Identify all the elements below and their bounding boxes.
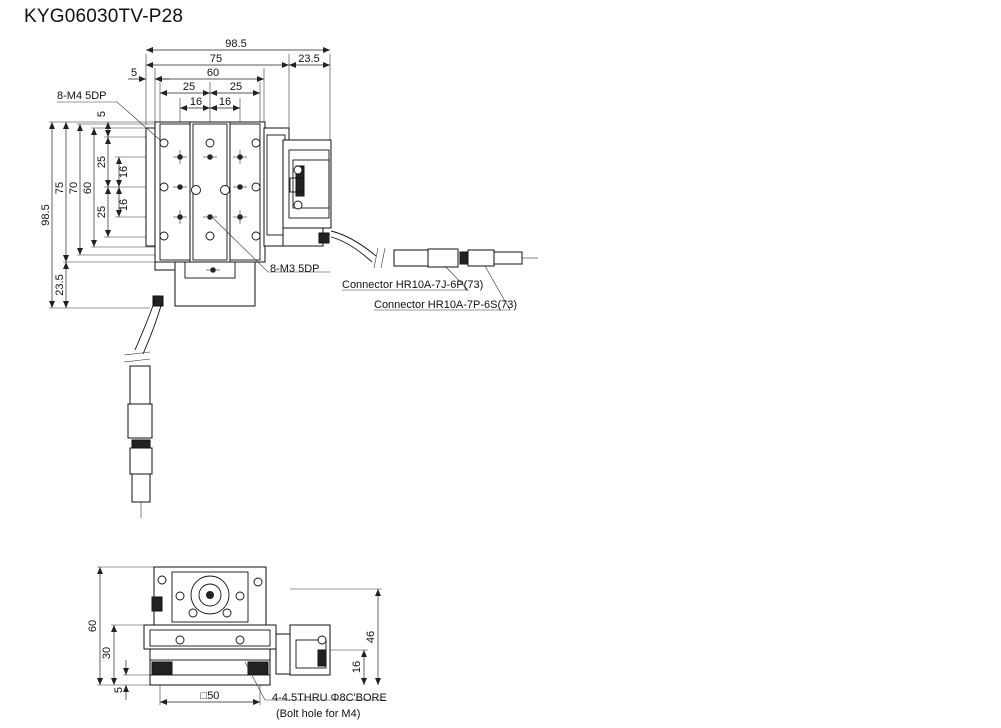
side-callout-bolt-note: (Bolt hole for M4) <box>276 708 360 720</box>
dim-left-offset: 5 <box>96 111 108 117</box>
top-view: 98.5 75 23.5 5 60 25 25 16 16 <box>40 38 538 518</box>
dim-left-hole-top: 16 <box>118 166 130 178</box>
side-callout-bolt: 4-4.5THRU Φ8C'BORE <box>272 692 387 704</box>
callout-connector-2: Connector HR10A-7P-6S(73) <box>374 299 517 311</box>
dim-top-table: 60 <box>207 67 219 79</box>
stage-side-body <box>143 566 331 686</box>
dim-top-hole-left: 16 <box>190 96 202 108</box>
dim-top-offset: 5 <box>131 67 137 79</box>
side-view: 60 30 5 46 16 □50 <box>87 566 387 720</box>
dim-left-body: 75 <box>54 182 66 194</box>
callout-m4: 8-M4 5DP <box>57 90 107 102</box>
dim-top-pitch-right: 25 <box>230 81 242 93</box>
dim-left-pitch-bottom: 25 <box>96 206 108 218</box>
side-dim-overall: 60 <box>87 620 99 632</box>
callout-m3: 8-M3 5DP <box>270 263 320 275</box>
side-dim-offset: 5 <box>113 687 125 693</box>
right-cable <box>330 230 538 269</box>
callout-connector-1: Connector HR10A-7J-6P(73) <box>342 279 483 291</box>
dim-left-motor: 23.5 <box>54 274 66 295</box>
drawing-title: KYG06030TV-P28 <box>24 6 184 27</box>
side-dim-height: 46 <box>365 631 377 643</box>
m4-holes <box>159 138 261 241</box>
side-dim-bottom: □50 <box>201 690 220 702</box>
side-dim-axis: 16 <box>351 661 363 673</box>
dim-left-rail: 70 <box>68 182 80 194</box>
dim-top-pitch-left: 25 <box>183 81 195 93</box>
m3-holes <box>173 150 247 273</box>
dim-left-pitch-top: 25 <box>96 156 108 168</box>
bottom-cable <box>123 299 163 518</box>
dim-top-overall: 98.5 <box>225 38 246 50</box>
dim-left-table: 60 <box>82 182 94 194</box>
side-dim-base: 30 <box>101 647 113 659</box>
dim-left-hole-bottom: 16 <box>118 199 130 211</box>
stage-top-body <box>145 121 332 307</box>
dim-top-motor: 23.5 <box>298 53 319 65</box>
dim-top-hole-right: 16 <box>219 96 231 108</box>
dim-left-overall: 98.5 <box>40 204 52 225</box>
dim-top-body: 75 <box>210 53 222 65</box>
